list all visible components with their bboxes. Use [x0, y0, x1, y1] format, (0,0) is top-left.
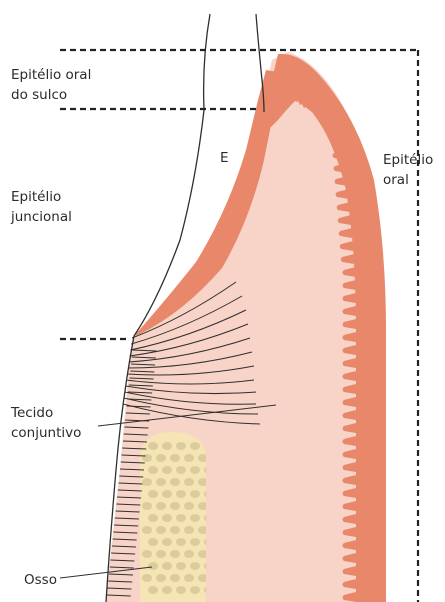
trabecula	[184, 550, 194, 558]
trabecula	[162, 466, 172, 474]
trabecula	[176, 562, 186, 570]
oral-epithelium-label: Epitélio oral	[383, 152, 438, 188]
trabecula	[176, 586, 186, 594]
trabecula	[162, 562, 172, 570]
trabecula	[170, 526, 180, 534]
trabecula	[190, 442, 200, 450]
sulcular-epithelium-label: Epitélio oral do sulco	[11, 67, 96, 103]
trabecula	[156, 454, 166, 462]
trabecula	[156, 478, 166, 486]
trabecula	[148, 442, 158, 450]
trabecula	[142, 526, 152, 534]
trabecula	[190, 562, 200, 570]
trabecula	[148, 514, 158, 522]
trabecula	[148, 586, 158, 594]
trabecula	[184, 454, 194, 462]
trabecula	[142, 502, 152, 510]
trabecula	[184, 478, 194, 486]
trabecula	[190, 466, 200, 474]
connective-tissue-label: Tecido conjuntivo	[10, 405, 81, 441]
trabecula	[190, 538, 200, 546]
trabecula	[162, 586, 172, 594]
trabecula	[142, 574, 152, 582]
junctional-epithelium-label: Epitélio juncional	[10, 189, 72, 225]
trabecula	[184, 526, 194, 534]
enamel-marker-label: E	[220, 150, 229, 166]
trabecula	[176, 466, 186, 474]
trabecula	[142, 550, 152, 558]
trabecula	[148, 538, 158, 546]
trabecula	[162, 538, 172, 546]
trabecula	[184, 502, 194, 510]
trabecula	[176, 514, 186, 522]
trabecula	[190, 490, 200, 498]
trabecula	[162, 490, 172, 498]
trabecula	[142, 454, 152, 462]
trabecula	[148, 562, 158, 570]
trabecula	[148, 490, 158, 498]
trabecula	[176, 442, 186, 450]
trabecula	[176, 490, 186, 498]
trabecula	[184, 574, 194, 582]
trabecula	[176, 538, 186, 546]
bone-label: Osso	[24, 572, 57, 588]
trabecula	[170, 574, 180, 582]
trabecula	[156, 574, 166, 582]
trabecula	[156, 526, 166, 534]
trabecula	[170, 478, 180, 486]
trabecula	[148, 466, 158, 474]
trabecula	[170, 454, 180, 462]
trabecula	[142, 478, 152, 486]
bone-region	[140, 432, 214, 602]
trabecula	[170, 502, 180, 510]
trabecula	[162, 442, 172, 450]
trabecula	[190, 586, 200, 594]
trabecula	[156, 502, 166, 510]
trabecula	[162, 514, 172, 522]
trabecula	[190, 514, 200, 522]
trabecula	[170, 550, 180, 558]
trabecula	[156, 550, 166, 558]
